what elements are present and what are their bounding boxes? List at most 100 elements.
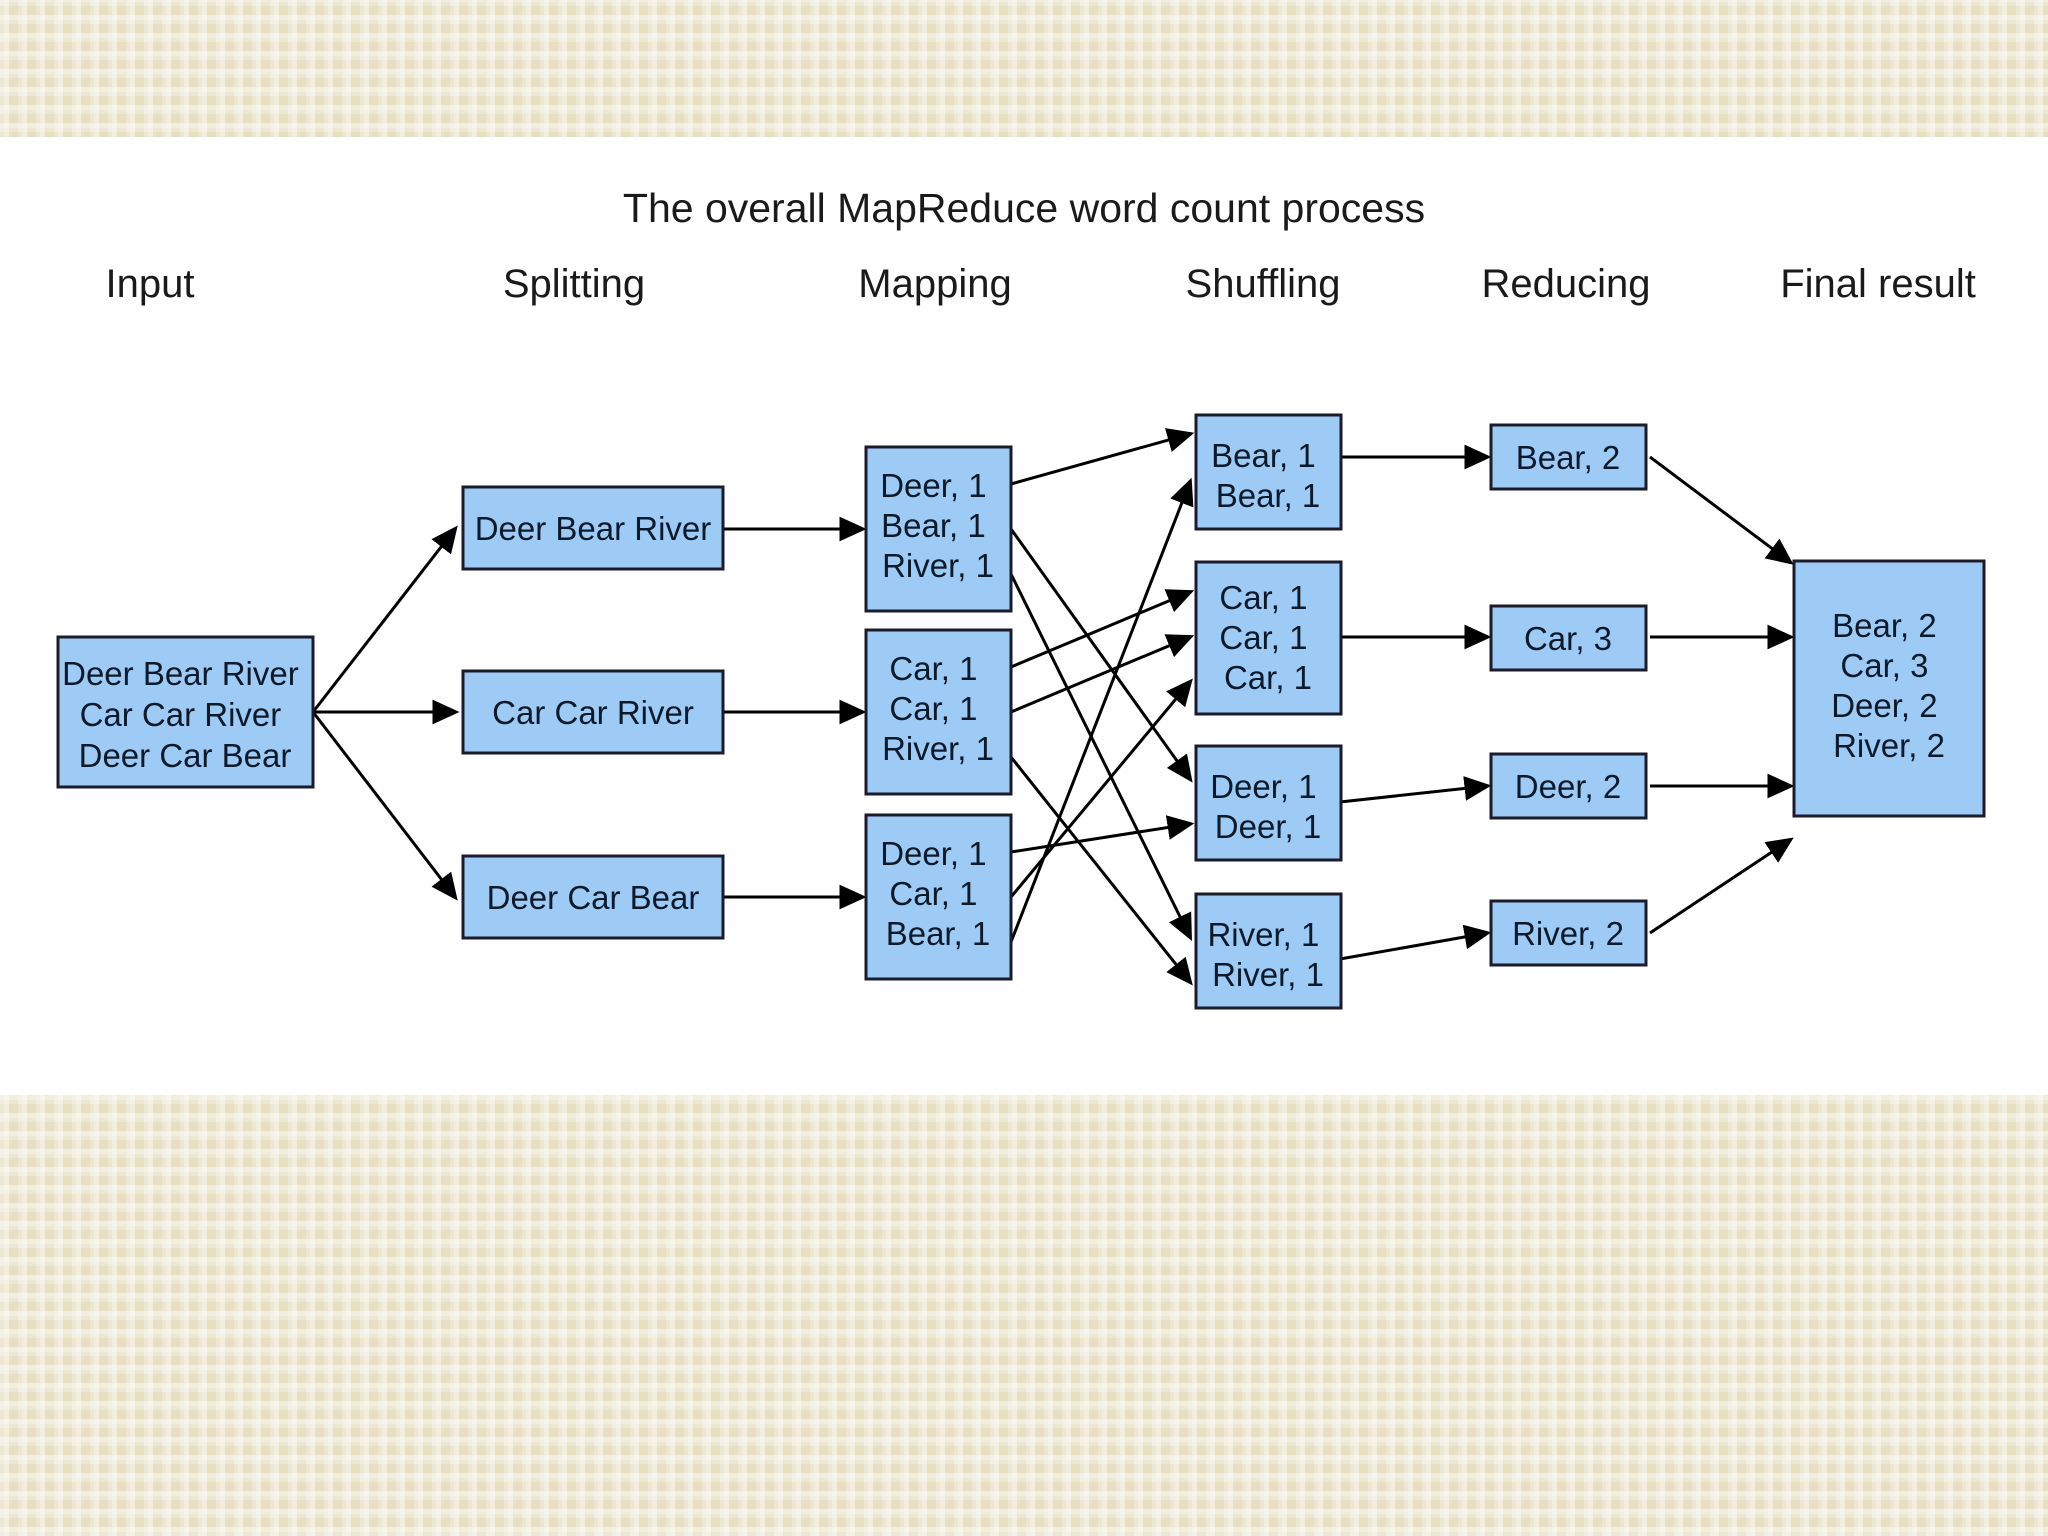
input-line-1: Deer Bear River (62, 655, 299, 692)
edges-shuffling-to-reducing (1339, 444, 1492, 961)
node-reduce-bear[interactable]: Bear, 2 (1489, 423, 1648, 491)
shuffle-bear-line-2: Bear, 1 (1216, 477, 1321, 514)
edge-map3-bear-to-shuffle-bear (1009, 477, 1194, 943)
shuffle-bear-line-1: Bear, 1 (1211, 437, 1316, 474)
shuffle-river-line-1: River, 1 (1207, 916, 1319, 953)
shuffle-deer-line-2: Deer, 1 (1215, 808, 1321, 845)
svg-text:River, 1 River, 1: River, 1 River, 1 (1207, 916, 1328, 993)
edge-map1-river-to-shuffle-river (1009, 573, 1192, 942)
shuffle-car-line-2: Car, 1 (1219, 619, 1307, 656)
edge-map2-car-b-to-shuffle-car (1010, 634, 1195, 714)
column-header-mapping: Mapping (858, 262, 1011, 306)
shuffle-car-line-3: Car, 1 (1224, 659, 1312, 696)
shuffle-car-line-1: Car, 1 (1219, 579, 1307, 616)
edge-shuffle-river-to-reduce-river (1339, 924, 1492, 961)
shuffle-river-line-2: River, 1 (1212, 956, 1324, 993)
node-input[interactable]: Deer Bear River Car Car River Deer Car B… (56, 635, 315, 789)
reduce-car-label: Car, 3 (1524, 620, 1612, 657)
map-box-2[interactable] (864, 628, 1013, 796)
svg-text:Deer, 1 Bear, 1: Deer, 1 Bear, 1 River, 1 (880, 467, 996, 584)
split-box-3[interactable] (461, 854, 725, 940)
reduce-bear-label: Bear, 2 (1516, 439, 1621, 476)
reduce-box-river[interactable] (1489, 899, 1648, 967)
edges-input-to-splitting (311, 525, 460, 901)
svg-text:Deer, 1 Car, 1: Deer, 1 Car, 1 Bear, 1 (880, 835, 996, 952)
shuffle-box-river[interactable] (1194, 892, 1343, 1010)
map-2-line-2: Car, 1 (889, 690, 977, 727)
edge-map2-car-a-to-shuffle-car (1010, 589, 1195, 669)
node-shuffle-bear[interactable]: Bear, 1 Bear, 1 (1194, 413, 1343, 531)
edge-shuffle-deer-to-reduce-deer (1339, 776, 1492, 804)
edge-reduce-river-to-final (1649, 837, 1794, 935)
map-3-line-1: Deer, 1 (880, 835, 986, 872)
edge-reduce-bear-to-final (1649, 455, 1794, 565)
slide-content-panel (0, 137, 2048, 1095)
edge-map1-bear-to-shuffle-bear (1010, 428, 1195, 486)
node-reduce-deer[interactable]: Deer, 2 (1489, 752, 1648, 820)
map-box-1[interactable] (864, 445, 1013, 613)
svg-text:Bear, 2 Car, 3: Bear, 2 Car, 3 Deer, 2 River, 2 (1831, 607, 1947, 764)
edge-input-to-split-1 (311, 525, 458, 713)
column-header-splitting: Splitting (503, 262, 645, 306)
node-shuffle-river[interactable]: River, 1 River, 1 (1194, 892, 1343, 1010)
final-line-2: Car, 3 (1840, 647, 1928, 684)
map-1-line-1: Deer, 1 (880, 467, 986, 504)
reduce-river-label: River, 2 (1512, 915, 1624, 952)
map-3-line-2: Car, 1 (889, 875, 977, 912)
column-header-reducing: Reducing (1481, 262, 1650, 306)
diagram-title: The overall MapReduce word count process (623, 185, 1425, 231)
node-map-1[interactable]: Deer, 1 Bear, 1 River, 1 (864, 445, 1013, 613)
input-box[interactable] (56, 635, 315, 789)
mapreduce-flow-diagram: The overall MapReduce word count process… (56, 185, 1986, 1010)
map-1-line-2: Bear, 1 (881, 507, 986, 544)
map-1-line-3: River, 1 (882, 547, 994, 584)
node-map-2[interactable]: Car, 1 Car, 1 River, 1 (864, 628, 1013, 796)
final-line-1: Bear, 2 (1832, 607, 1937, 644)
node-shuffle-deer[interactable]: Deer, 1 Deer, 1 (1194, 744, 1343, 862)
svg-text:Car, 1 Car, 1: Car, 1 Car, 1 Car, 1 (1219, 579, 1316, 696)
edge-input-to-split-3 (311, 711, 458, 901)
final-result-box[interactable] (1792, 559, 1986, 818)
node-reduce-river[interactable]: River, 2 (1489, 899, 1648, 967)
split-1-line-1: Deer Bear River (475, 510, 712, 547)
split-3-line-1: Deer Car Bear (487, 879, 700, 916)
node-split-1[interactable]: Deer Bear River (461, 485, 725, 571)
node-map-3[interactable]: Deer, 1 Car, 1 Bear, 1 (864, 813, 1013, 981)
map-2-line-3: River, 1 (882, 730, 994, 767)
split-2-line-1: Car Car River (492, 694, 694, 731)
reduce-box-deer[interactable] (1489, 752, 1648, 820)
svg-text:Deer, 1 Deer, 1: Deer, 1 Deer, 1 (1210, 768, 1326, 845)
edge-map1-deer-to-shuffle-deer (1009, 528, 1193, 783)
shuffle-box-car[interactable] (1194, 560, 1343, 716)
edges-splitting-to-mapping (723, 516, 867, 910)
map-box-3[interactable] (864, 813, 1013, 981)
edge-map2-river-to-shuffle-river (1009, 756, 1193, 986)
input-line-2: Car Car River (80, 696, 282, 733)
node-final-result[interactable]: Bear, 2 Car, 3 Deer, 2 River, 2 (1792, 559, 1986, 818)
column-header-shuffling: Shuffling (1186, 262, 1341, 306)
reduce-deer-label: Deer, 2 (1515, 768, 1621, 805)
node-split-3[interactable]: Deer Car Bear (461, 854, 725, 940)
column-header-input: Input (106, 262, 195, 306)
final-line-4: River, 2 (1833, 727, 1945, 764)
shuffle-deer-line-1: Deer, 1 (1210, 768, 1316, 805)
node-shuffle-car[interactable]: Car, 1 Car, 1 Car, 1 (1194, 560, 1343, 716)
split-box-2[interactable] (461, 669, 725, 755)
map-2-line-1: Car, 1 (889, 650, 977, 687)
edges-reducing-to-final (1649, 455, 1795, 935)
reduce-box-bear[interactable] (1489, 423, 1648, 491)
map-3-line-3: Bear, 1 (886, 915, 991, 952)
input-line-3: Deer Car Bear (79, 737, 292, 774)
node-reduce-car[interactable]: Car, 3 (1489, 604, 1648, 672)
svg-text:Bear, 1 Bear, 1: Bear, 1 Bear, 1 (1211, 437, 1325, 514)
shuffle-box-bear[interactable] (1194, 413, 1343, 531)
reduce-box-car[interactable] (1489, 604, 1648, 672)
final-line-3: Deer, 2 (1831, 687, 1937, 724)
shuffle-box-deer[interactable] (1194, 744, 1343, 862)
split-box-1[interactable] (461, 485, 725, 571)
svg-text:Car, 1 Car, 1: Car, 1 Car, 1 River, 1 (882, 650, 994, 767)
edge-map3-deer-to-shuffle-deer (1010, 815, 1195, 854)
column-header-final-result: Final result (1780, 262, 1976, 306)
node-split-2[interactable]: Car Car River (461, 669, 725, 755)
